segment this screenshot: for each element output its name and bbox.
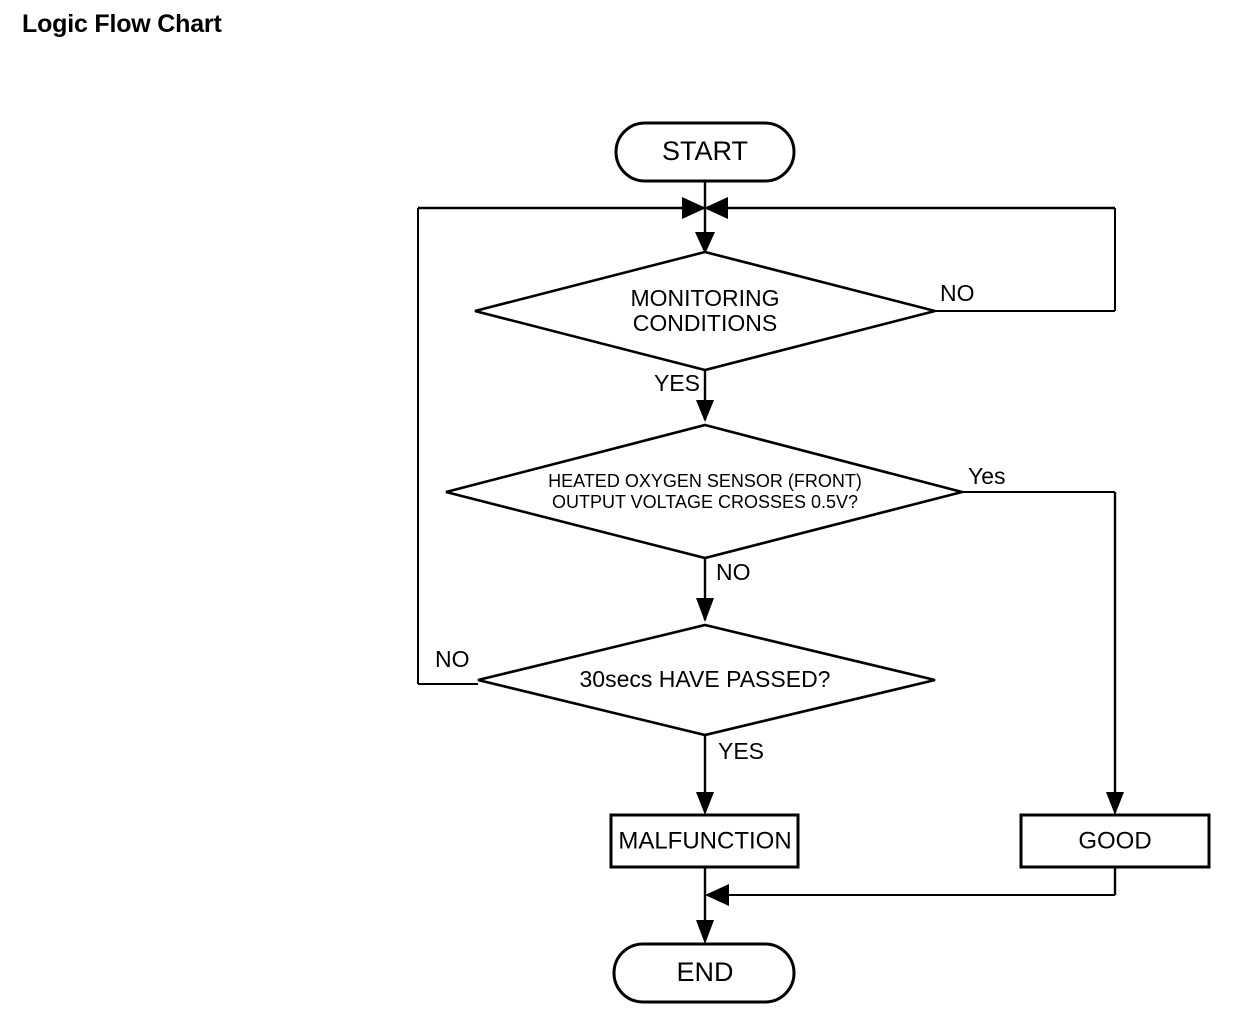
- arrowhead-good-into-end-line: [705, 884, 729, 906]
- edge-label-timer-no: NO: [435, 646, 470, 672]
- node-start[interactable]: START: [614, 121, 796, 183]
- end-label: END: [676, 957, 733, 987]
- edge-label-timer-yes: YES: [718, 738, 764, 764]
- o2-sensor-voltage-shape: [445, 423, 968, 560]
- good-label: GOOD: [1078, 827, 1151, 854]
- arrowhead-into-end: [696, 920, 714, 944]
- arrowhead-into-timer: [696, 598, 714, 622]
- node-good[interactable]: GOOD: [1019, 813, 1211, 869]
- node-malfunction[interactable]: MALFUNCTION: [609, 813, 800, 869]
- node-timer-check[interactable]: 30secs HAVE PASSED?: [477, 623, 936, 737]
- node-monitoring-conditions[interactable]: MONITORING CONDITIONS: [474, 250, 936, 372]
- monitoring-conditions-shape: [474, 250, 936, 372]
- end-shape: [612, 942, 796, 1004]
- o2-sensor-voltage-label-line1: HEATED OXYGEN SENSOR (FRONT): [548, 471, 862, 491]
- arrowhead-into-monitoring: [695, 232, 715, 254]
- node-o2-sensor-voltage[interactable]: HEATED OXYGEN SENSOR (FRONT) OUTPUT VOLT…: [445, 423, 968, 560]
- good-shape: [1019, 813, 1211, 869]
- malfunction-label: MALFUNCTION: [618, 827, 791, 854]
- o2-sensor-voltage-label-line2: OUTPUT VOLTAGE CROSSES 0.5V?: [552, 492, 858, 512]
- start-shape: [614, 121, 796, 183]
- page-title: Logic Flow Chart: [22, 10, 222, 38]
- arrowhead-right-loop-into-junction: [704, 197, 728, 219]
- monitoring-conditions-label-line2: CONDITIONS: [633, 310, 777, 336]
- edge-label-o2sensor-yes: Yes: [968, 463, 1006, 489]
- node-end[interactable]: END: [612, 942, 796, 1004]
- timer-check-label: 30secs HAVE PASSED?: [580, 666, 831, 692]
- arrowhead-into-malfunction: [696, 792, 714, 815]
- malfunction-shape: [609, 813, 800, 869]
- arrowhead-left-loop-into-junction: [682, 197, 706, 219]
- arrowhead-into-good: [1106, 792, 1124, 815]
- edge-label-monitoring-no: NO: [940, 280, 975, 306]
- start-label: START: [662, 136, 748, 166]
- edge-label-o2sensor-no: NO: [716, 559, 751, 585]
- monitoring-conditions-label-line1: MONITORING: [630, 285, 779, 311]
- arrowhead-into-o2sensor: [696, 400, 714, 422]
- timer-check-shape: [477, 623, 936, 737]
- edge-label-monitoring-yes: YES: [654, 370, 700, 396]
